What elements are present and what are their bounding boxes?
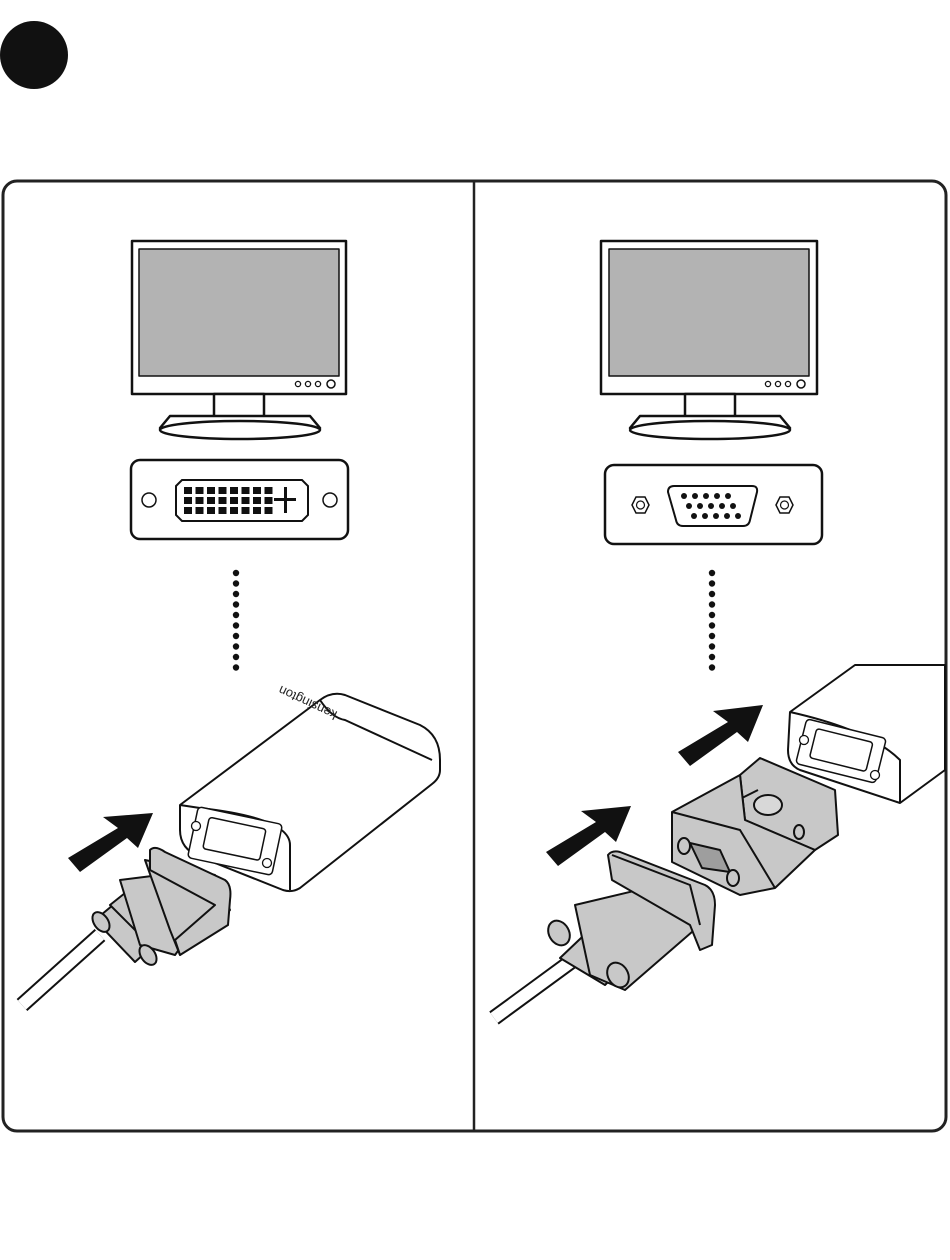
insert-arrow-icon	[678, 705, 763, 766]
monitor-icon	[132, 241, 346, 439]
panel-dvi: kensington	[22, 241, 440, 1005]
dot	[233, 643, 239, 649]
dot	[709, 612, 715, 618]
dvi-port-icon	[131, 460, 348, 539]
dot	[233, 622, 239, 628]
dot	[233, 633, 239, 639]
dvi-pin	[230, 487, 238, 494]
vga-pin	[686, 503, 692, 509]
dvi-pin	[184, 507, 192, 514]
vga-pin	[713, 513, 719, 519]
dvi-pin	[265, 497, 273, 504]
vga-pin	[725, 493, 731, 499]
dot	[709, 643, 715, 649]
vga-pin	[697, 503, 703, 509]
dvi-pin	[242, 497, 250, 504]
dvi-pin	[196, 497, 204, 504]
usb-display-adapter-icon: kensington	[180, 683, 440, 891]
dvi-pin	[207, 497, 215, 504]
dvi-pin	[184, 497, 192, 504]
vga-pin	[735, 513, 741, 519]
dvi-pin	[230, 497, 238, 504]
panel-vga	[494, 241, 945, 1018]
insert-arrow-icon	[68, 813, 153, 872]
dot	[233, 570, 239, 576]
dot	[709, 580, 715, 586]
vga-pin	[691, 513, 697, 519]
monitor-icon	[601, 241, 817, 439]
dvi-pin	[253, 507, 261, 514]
vga-pin	[724, 513, 730, 519]
vga-pin	[719, 503, 725, 509]
dvi-pin	[207, 507, 215, 514]
vga-port-icon	[605, 465, 822, 544]
dot	[709, 570, 715, 576]
dvi-pin	[184, 487, 192, 494]
dotted-connection-line	[233, 570, 239, 671]
dot	[709, 664, 715, 670]
dvi-to-vga-adapter-icon	[672, 758, 838, 895]
dvi-pin	[219, 507, 227, 514]
vga-pin	[702, 513, 708, 519]
dvi-cable-connector-icon	[22, 848, 230, 1005]
dvi-pin	[242, 507, 250, 514]
dot	[233, 591, 239, 597]
dot	[709, 591, 715, 597]
vga-pin	[681, 493, 687, 499]
dot	[233, 580, 239, 586]
dot	[709, 633, 715, 639]
vga-pin	[730, 503, 736, 509]
dvi-pin	[230, 507, 238, 514]
dvi-pin	[196, 487, 204, 494]
vga-pin	[708, 503, 714, 509]
dvi-pin	[242, 487, 250, 494]
dotted-connection-line	[709, 570, 715, 671]
step-marker	[0, 21, 68, 89]
dvi-pin	[253, 497, 261, 504]
dot	[233, 654, 239, 660]
vga-pin	[714, 493, 720, 499]
dot	[709, 622, 715, 628]
dvi-pin	[219, 497, 227, 504]
dvi-pin	[196, 507, 204, 514]
dvi-pin	[265, 507, 273, 514]
dvi-pin	[207, 487, 215, 494]
dot	[233, 612, 239, 618]
vga-pin	[692, 493, 698, 499]
dot	[709, 654, 715, 660]
dot	[233, 601, 239, 607]
dvi-pin	[265, 487, 273, 494]
dvi-pin	[253, 487, 261, 494]
vga-pin	[703, 493, 709, 499]
dot	[233, 664, 239, 670]
dvi-pin	[219, 487, 227, 494]
dot	[709, 601, 715, 607]
vga-cable-connector-icon	[494, 851, 715, 1018]
